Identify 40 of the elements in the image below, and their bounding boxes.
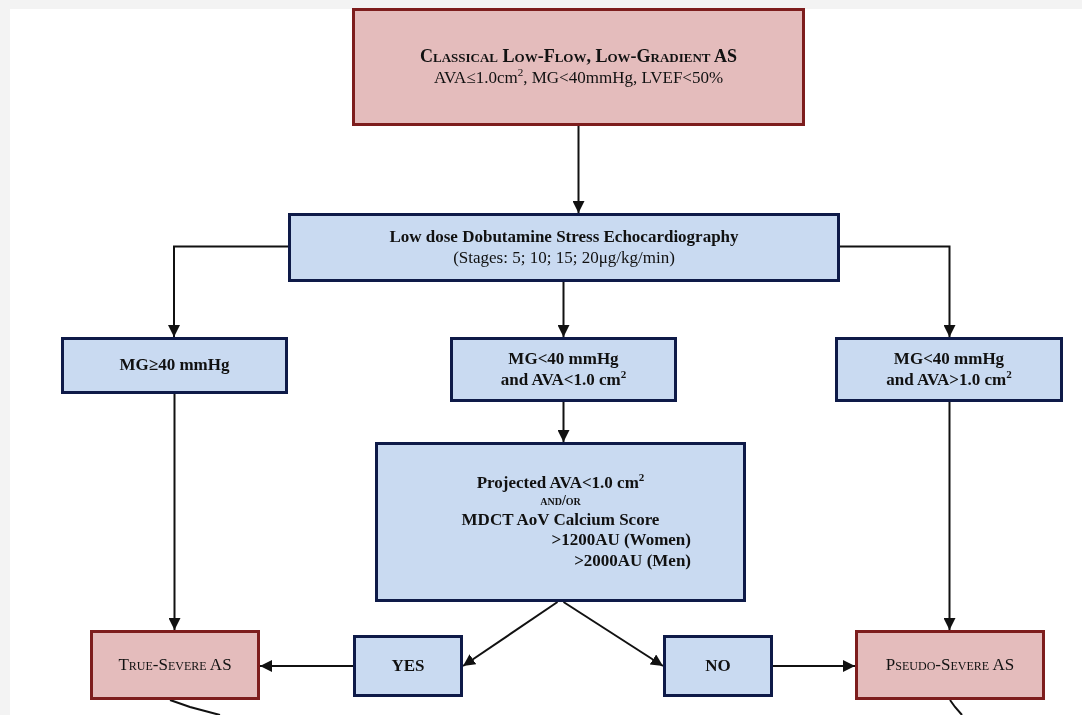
node-text: MG<40 mmHg <box>508 349 619 370</box>
arrow <box>557 281 570 338</box>
node-text: >2000AU (Men) <box>574 550 691 572</box>
outcome-box <box>855 630 1045 700</box>
node-text: Pseudo-Severe AS <box>885 654 1015 676</box>
arrow <box>949 699 963 715</box>
node-text: AVA≤1.0cm$^{2}$, MG<40mmHg, LVEF<50% <box>433 67 724 88</box>
decision-box <box>353 635 463 697</box>
node-text: Classical Low-Flow, Low-Gradient AS <box>420 46 737 68</box>
node-text: and/or <box>540 493 581 510</box>
arrow <box>557 401 570 443</box>
arrow <box>462 601 559 667</box>
node-text: MDCT AoV Calcium Score <box>461 510 660 531</box>
node-text: and AVA<1.0 cm$^{2}$ <box>500 369 627 390</box>
condition-box <box>352 8 805 126</box>
node-text: >1200AU (Women) <box>551 530 691 551</box>
node-text: YES <box>391 655 425 677</box>
outcome-box <box>90 630 260 700</box>
node-text: and AVA>1.0 cm$^{2}$ <box>886 369 1012 390</box>
node-text: Low dose Dobutamine Stress Echocardiography <box>389 227 739 248</box>
node-text: Projected AVA<1.0 cm$^{2}$ <box>476 472 645 494</box>
decision-box <box>663 635 773 697</box>
node-text: MG<40 mmHg <box>893 349 1005 370</box>
result-box <box>835 337 1063 402</box>
arrow <box>168 245 289 338</box>
criteria-box <box>375 442 746 602</box>
node-text: (Stages: 5; 10; 15; 20μg/kg/min) <box>453 247 675 268</box>
arrow <box>943 401 956 631</box>
node-text: True-Severe AS <box>118 654 232 676</box>
test-box <box>288 213 840 282</box>
result-box <box>450 337 677 402</box>
result-box <box>61 337 288 394</box>
arrow <box>562 601 664 667</box>
arrow <box>839 245 956 338</box>
node-text: NO <box>705 655 731 677</box>
arrow <box>572 125 585 214</box>
node-text: MG≥40 mmHg <box>119 355 230 376</box>
arrow <box>259 660 354 672</box>
arrow <box>168 393 181 631</box>
arrow <box>772 660 856 672</box>
